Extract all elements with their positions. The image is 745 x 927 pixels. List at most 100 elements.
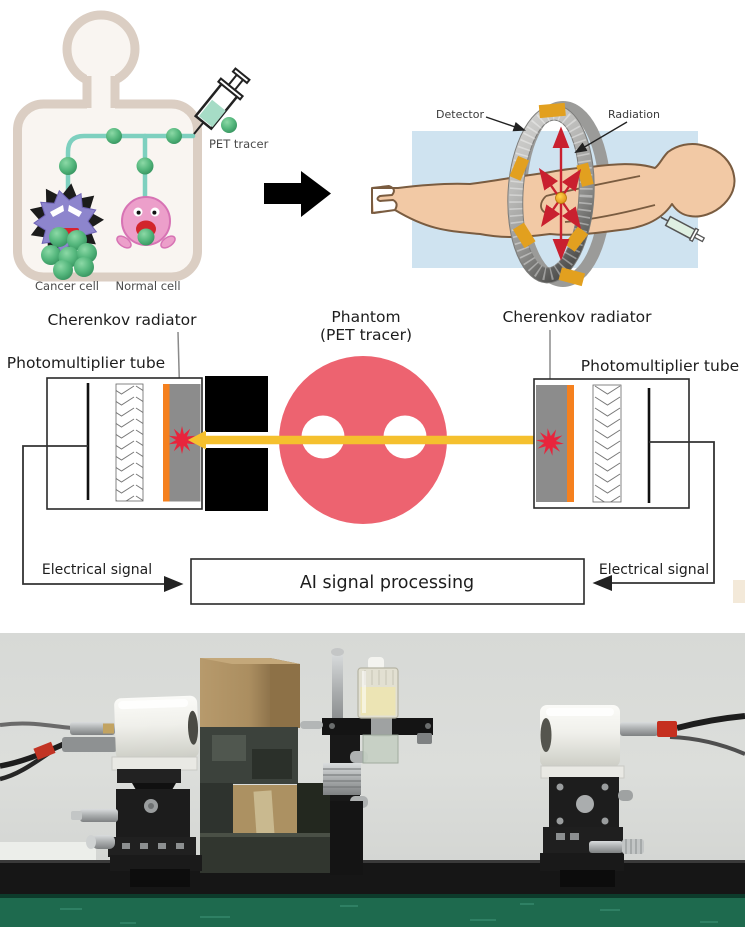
cartoon-neck <box>87 62 115 110</box>
photo-pmt-right <box>540 705 745 887</box>
stage-big-screw <box>576 795 594 813</box>
connector-gold-tip <box>103 723 114 734</box>
pmt-window-right <box>540 718 552 752</box>
silver-knob <box>92 835 115 849</box>
pmt-window <box>187 710 199 745</box>
phantom-label-line1: Phantom <box>331 308 400 326</box>
tracer-dot-free <box>221 117 237 133</box>
detector-leader-line <box>485 116 526 132</box>
stage-detail-screws <box>122 843 184 849</box>
detector-label: Detector <box>436 108 484 121</box>
arm-syringe-needle <box>660 216 669 222</box>
pmt-dynode-right <box>592 384 622 503</box>
radiator-window-left <box>163 384 170 502</box>
knob-cap <box>86 835 96 849</box>
thimble-knurl <box>625 839 642 854</box>
transition-arrow-icon <box>264 171 331 217</box>
cancer-eye-right <box>68 205 82 217</box>
ring-stack-lines <box>323 768 361 788</box>
panel-photo-bench <box>0 633 745 927</box>
connector-right <box>620 722 658 736</box>
rail-carriage <box>560 870 615 887</box>
electrical-signal-label-right: Electrical signal <box>599 562 709 578</box>
collimator-block-top <box>205 376 268 432</box>
stage-wedge <box>132 783 176 790</box>
table-surface <box>0 894 745 927</box>
cable <box>0 741 66 769</box>
annihilation-point <box>555 192 567 204</box>
pet-tracer-label: PET tracer <box>209 137 269 151</box>
cancer-cell <box>29 183 104 280</box>
lead-mottle <box>212 735 246 761</box>
tracer-ball <box>53 260 73 280</box>
cable <box>0 721 73 730</box>
panel-schematic: Cherenkov radiator Cherenkov radiator Ph… <box>7 308 745 605</box>
pmt-label-left: Photomultiplier tube <box>7 354 165 372</box>
normal-cell-label: Normal cell <box>115 279 180 293</box>
signal-wire-right <box>592 441 715 592</box>
stand-ring-stack <box>323 763 361 795</box>
orange-segment <box>509 155 530 181</box>
stage-xy <box>108 837 196 857</box>
side-knob <box>618 790 633 801</box>
panel-injection-and-scanner: PET tracer <box>13 10 736 293</box>
clamp-foot <box>417 733 432 744</box>
adapter-plate-white <box>540 765 625 779</box>
table-shadow-line <box>0 894 745 898</box>
stage-base <box>110 855 202 871</box>
normal-arm-right <box>160 235 176 249</box>
source-stand <box>300 648 433 875</box>
tan-brick-top-face <box>200 658 300 664</box>
cancer-eye-left <box>50 205 64 217</box>
cable <box>669 735 745 756</box>
syringe-icon <box>193 67 251 135</box>
vial-liquid <box>360 687 396 716</box>
stage-block <box>116 789 190 839</box>
micrometer-left <box>80 809 118 822</box>
syringe-thumb-cap <box>231 67 251 85</box>
pmt-assembly-right <box>533 378 690 509</box>
stage-detail-screws <box>556 833 579 840</box>
signal-wire-left <box>22 445 184 593</box>
cancer-cell-label: Cancer cell <box>35 279 99 293</box>
clamp-hole <box>425 723 431 729</box>
pet-scanner-illustration: Detector Radiation <box>371 101 736 287</box>
tracer-dot <box>166 128 182 144</box>
tracer-dot <box>136 157 154 175</box>
stage-screw-center <box>148 803 154 809</box>
post-cap <box>331 648 344 656</box>
lead-mottle-dark <box>252 749 292 779</box>
cherenkov-flash-right <box>536 428 564 456</box>
connector-red <box>657 721 677 737</box>
radiation-leader-line <box>574 121 628 154</box>
pmt-cylinder-right <box>540 705 620 767</box>
housing-highlight <box>118 699 189 710</box>
glass-block <box>362 734 399 764</box>
connector-bnc <box>62 737 117 752</box>
stage-adapter <box>117 769 181 783</box>
arm-syringe-plunger <box>693 232 706 243</box>
ring-crystal-segments <box>509 107 593 281</box>
micrometer-thimble-right <box>622 839 644 854</box>
orange-segment <box>538 102 566 119</box>
table-speckles <box>60 903 718 924</box>
vessel-main <box>65 133 196 208</box>
pmt-cylinder-left <box>114 695 199 761</box>
tape-strip <box>253 790 275 836</box>
tan-brick-top-front <box>200 658 270 728</box>
electrical-signal-label-left: Electrical signal <box>42 562 152 578</box>
detector-ring <box>507 102 595 287</box>
normal-pupil-left <box>136 210 141 215</box>
cable-red-band <box>33 741 56 760</box>
clamp-hole <box>329 723 335 729</box>
photo-pmt-left <box>0 695 202 887</box>
arm-syringe-icon <box>660 215 706 243</box>
adapter-plate-white <box>111 756 198 771</box>
pet-tracer-vial <box>357 657 399 764</box>
lead-brick-lower-left <box>200 783 233 834</box>
vial-highlight <box>362 671 366 713</box>
normal-cell <box>116 196 176 249</box>
gamma-arrowhead-left <box>188 430 206 450</box>
orange-segment <box>564 226 589 252</box>
